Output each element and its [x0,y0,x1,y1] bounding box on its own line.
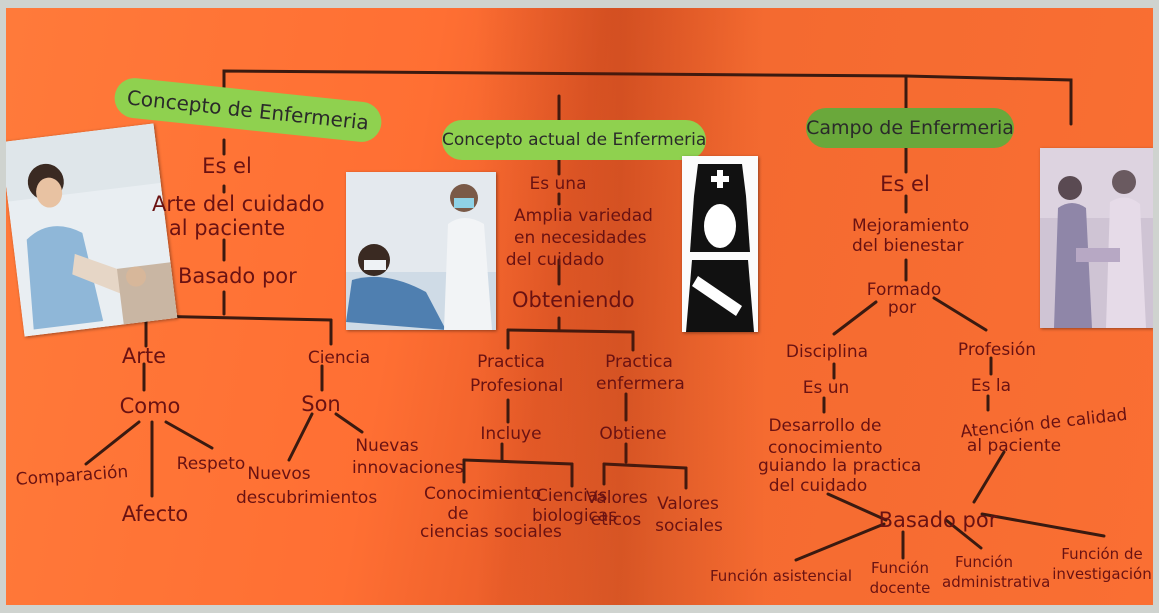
right-disciplina: Disciplina [785,342,869,362]
right-por: por [887,298,917,318]
middle-es-una: Es una [529,174,587,194]
middle-conocimiento-2: de [447,504,469,524]
right-es-un: Es un [802,378,850,398]
left-ciencia: Ciencia [307,348,371,368]
left-arte-cuidado-2: al paciente [168,216,286,240]
middle-conocimiento-3: ciencias sociales [420,522,562,542]
middle-valores-eticos-2: eticos [590,510,642,530]
right-funcion-asistencial: Función asistencial [710,567,853,585]
right-atencion-2: al paciente [966,436,1062,456]
middle-ciencias-biologicas-1: Ciencias [536,486,608,506]
right-mejoramiento-1: Mejoramiento [852,216,970,236]
left-como: Como [119,394,181,418]
nurse-photo-1 [6,123,178,337]
middle-practica-profesional-2: Profesional [470,376,564,396]
right-funcion-investigacion-2: investigación [1052,565,1152,583]
right-funcion-docente-1: Función [871,559,929,577]
middle-obteniendo: Obteniendo [512,288,635,312]
title-concepto-actual: Concepto actual de Enfermeria [442,120,706,160]
right-desarrollo-4: del cuidado [768,476,868,496]
middle-valores-eticos-1: Valores [586,488,648,508]
left-arte: Arte [121,344,167,368]
middle-conocimiento-1: Conocimiento [424,484,542,504]
left-nuevas-1: Nuevas [355,436,419,456]
middle-practica-enfermera-1: Practica [605,352,673,372]
middle-incluye: Incluye [480,424,542,444]
nurse-photo-2 [346,172,496,330]
right-funcion-docente-2: docente [869,579,931,597]
left-nuevos-1: Nuevos [247,464,311,484]
left-nuevas-2: innovaciones [352,458,464,478]
middle-valores-sociales-1: Valores [657,494,719,514]
right-desarrollo-1: Desarrollo de [768,416,882,436]
right-formado: Formado [866,280,942,300]
left-respeto: Respeto [176,454,246,474]
right-es-el: Es el [880,172,930,196]
left-basado-por: Basado por [178,264,297,288]
right-funcion-investigacion-1: Función de [1061,545,1143,563]
right-funcion-administrativa-1: Función [955,553,1013,571]
right-desarrollo-2: conocimiento [768,438,883,458]
middle-amplia-3: del cuidado [505,250,605,270]
left-es-el: Es el [202,154,252,178]
right-mejoramiento-2: del bienestar [852,236,964,256]
left-arte-cuidado-1: Arte del cuidado [152,192,325,216]
connector-lines [84,69,1106,562]
left-son: Son [301,392,341,416]
middle-valores-sociales-2: sociales [655,516,723,536]
left-nuevos-2: descubrimientos [236,488,378,508]
right-funcion-administrativa-2: administrativa [942,573,1051,591]
middle-amplia-1: Amplia variedad [514,206,653,226]
nurse-photo-3 [1040,148,1153,328]
right-basado-por: Basado por [878,508,998,532]
nurse-icon-photo [682,156,758,332]
concept-map-poster: Concepto de Enfermeria Concepto actual d… [6,8,1153,605]
middle-amplia-2: en necesidades [514,228,647,248]
left-afecto: Afecto [121,502,189,526]
right-es-la: Es la [970,376,1012,396]
right-desarrollo-3: guiando la practica [758,456,922,476]
title-campo-enfermeria: Campo de Enfermeria [806,108,1014,148]
middle-ciencias-biologicas-2: biologicas [532,506,618,526]
middle-practica-enfermera-2: enfermera [596,374,685,394]
middle-obtiene: Obtiene [599,424,667,444]
middle-practica-profesional-1: Practica [477,352,545,372]
right-profesion: Profesión [957,340,1037,360]
